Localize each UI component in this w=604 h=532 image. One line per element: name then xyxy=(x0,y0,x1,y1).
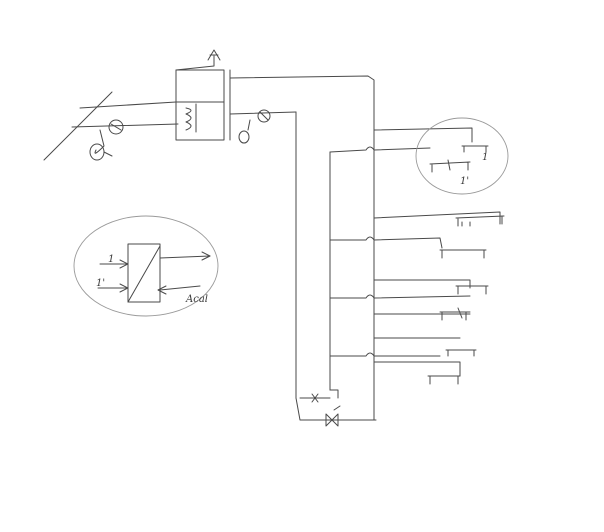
feed-line-lower xyxy=(71,123,179,128)
pump-motor-icon-2 xyxy=(238,130,250,144)
riser-pipes xyxy=(229,75,377,427)
label-1: 1 xyxy=(482,152,488,163)
branch-lines xyxy=(329,127,501,377)
detail-circle-left: 1 1' Acal xyxy=(73,215,219,317)
tap-icon xyxy=(439,249,487,259)
wall-line xyxy=(43,91,113,161)
exhaust-arrow-icon xyxy=(207,49,221,61)
exchanger-box xyxy=(175,69,225,141)
valve-icon xyxy=(311,393,319,403)
pump-icon xyxy=(108,119,124,135)
detail-outline xyxy=(415,117,509,195)
arrow-in-icon xyxy=(157,285,167,295)
detail-circle-top: 1 1' xyxy=(415,117,509,195)
heat-exchanger-box xyxy=(127,243,161,303)
valve-icon-2 xyxy=(325,413,339,427)
tap-icon xyxy=(439,311,471,321)
detail-outline xyxy=(73,215,219,317)
arrow-out-icon xyxy=(201,251,211,261)
coil-icon xyxy=(185,107,192,131)
label-1-prime: 1' xyxy=(96,278,105,289)
tap-icon xyxy=(455,285,489,295)
label-1-prime: 1' xyxy=(460,176,469,187)
tap-icon xyxy=(427,375,461,385)
heat-exchanger-group xyxy=(43,49,297,161)
tap-icon xyxy=(429,161,471,173)
tap-icon xyxy=(455,215,505,227)
label-1: 1 xyxy=(108,254,114,265)
tap-symbols xyxy=(427,145,505,385)
supply-line xyxy=(229,75,375,421)
label-acal: Acal xyxy=(185,294,208,305)
tap-icon xyxy=(445,349,477,357)
pump-icon-2 xyxy=(257,109,271,123)
feed-line-upper xyxy=(79,101,177,109)
tap-icon xyxy=(461,145,489,153)
